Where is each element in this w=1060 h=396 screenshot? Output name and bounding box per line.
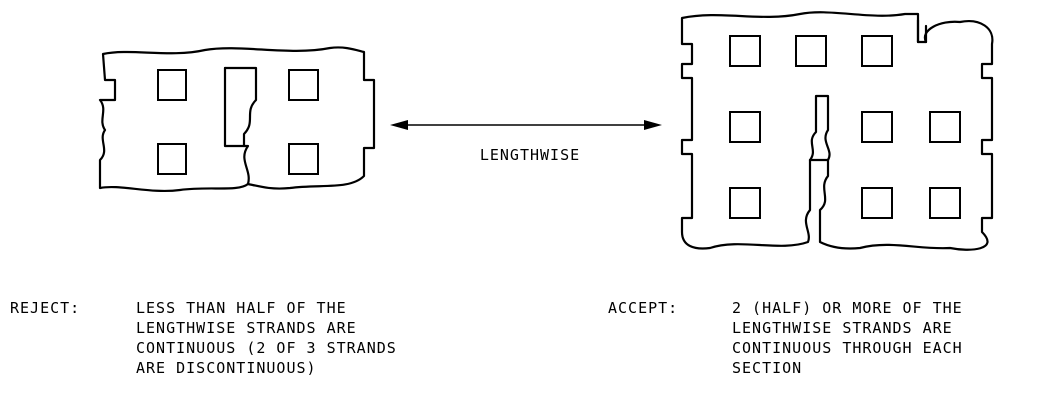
reject-mesh-cell (157, 69, 187, 101)
accept-mesh-cell (795, 35, 827, 67)
lengthwise-arrow (390, 120, 662, 130)
reject-heading: REJECT: (10, 299, 80, 317)
accept-mesh-cell (729, 187, 761, 219)
arrow-head-left (390, 120, 408, 130)
reject-line: CONTINUOUS (2 OF 3 STRANDS (136, 339, 397, 357)
accept-line: SECTION (732, 359, 802, 377)
lengthwise-label: LENGTHWISE (480, 146, 580, 164)
accept-mesh-cell (929, 187, 961, 219)
accept-mesh-cell (929, 111, 961, 143)
reject-mesh-cell (288, 69, 319, 101)
accept-mesh-sample (680, 11, 994, 251)
reject-strand-break (223, 66, 250, 186)
accept-heading: ACCEPT: (608, 299, 678, 317)
reject-line: LESS THAN HALF OF THE (136, 299, 347, 317)
reject-line: ARE DISCONTINUOUS) (136, 359, 317, 377)
accept-line: CONTINUOUS THROUGH EACH (732, 339, 963, 357)
reject-mesh-outline (98, 46, 376, 193)
accept-mesh-cell (861, 35, 893, 67)
arrow-head-right (644, 120, 662, 130)
reject-line: LENGTHWISE STRANDS ARE (136, 319, 357, 337)
accept-line: LENGTHWISE STRANDS ARE (732, 319, 953, 337)
accept-mesh-cell (729, 35, 761, 67)
accept-mesh-cell (861, 187, 893, 219)
reject-mesh-cell (157, 143, 187, 175)
reject-mesh-cell (288, 143, 319, 175)
reject-caption: REJECT: LESS THAN HALF OF THE LENGTHWISE… (10, 299, 397, 377)
accept-mesh-cell (861, 111, 893, 143)
accept-strand-break (808, 94, 831, 162)
reject-mesh-sample (98, 46, 376, 193)
accept-caption: ACCEPT: 2 (HALF) OR MORE OF THE LENGTHWI… (608, 299, 963, 377)
accept-mesh-outline (680, 11, 994, 251)
accept-line: 2 (HALF) OR MORE OF THE (732, 299, 963, 317)
accept-mesh-cell (729, 111, 761, 143)
